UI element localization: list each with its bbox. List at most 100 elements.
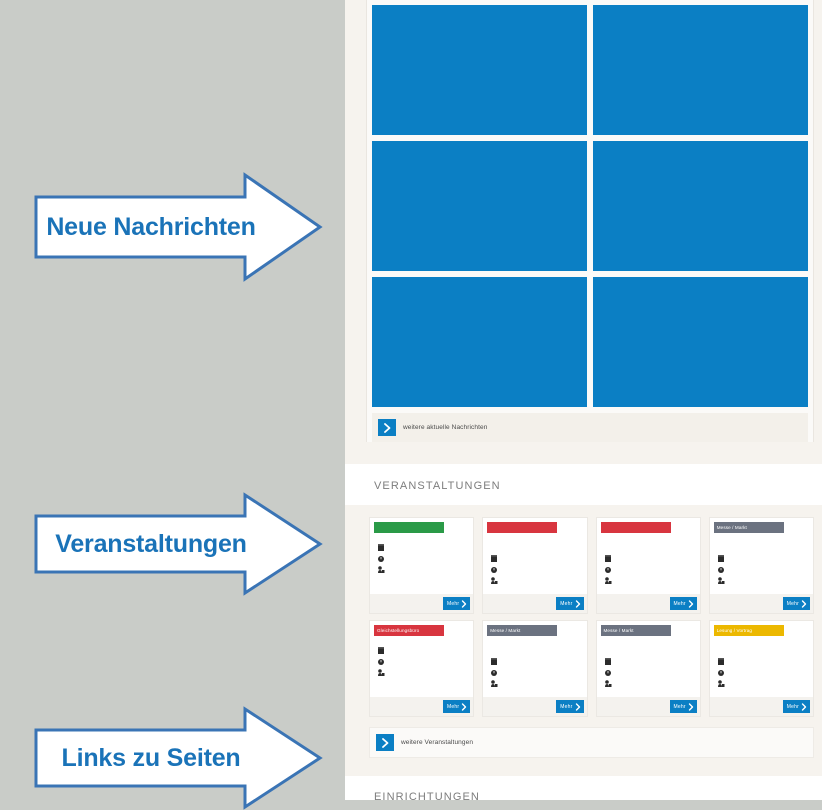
event-mehr-label: Mehr [786,600,799,607]
chevron-right-icon [376,734,394,751]
arrow-shape [34,172,323,282]
event-meta-row [604,658,612,666]
chevron-right-icon [575,702,581,711]
event-card[interactable]: Mehr [482,517,588,614]
event-meta-list [378,647,385,677]
event-meta-row [604,669,612,677]
event-mehr-button[interactable]: Mehr [443,597,471,610]
einrichtungen-heading: EINRICHTUNGEN [374,791,480,800]
event-card-footer: Mehr [596,697,700,716]
clock-icon [604,669,612,677]
calendar-icon [717,658,725,666]
event-meta-row [604,577,612,585]
event-meta-row [717,669,725,677]
event-card-body [483,533,586,594]
news-tile[interactable] [593,5,808,135]
chevron-right-icon [378,419,396,436]
event-card[interactable]: Mehr [369,517,475,614]
events-more-label: weitere Veranstaltungen [401,739,474,746]
calendar-icon [378,647,385,655]
event-card[interactable]: Mehr [595,517,701,614]
chevron-right-icon [801,599,807,608]
event-meta-row [717,555,725,563]
event-meta-row [604,566,612,574]
event-meta-list [717,555,725,585]
event-category-tag: Lesung / Vortrag [713,625,784,636]
event-mehr-button[interactable]: Mehr [669,700,697,713]
event-meta-row [717,577,725,585]
event-mehr-button[interactable]: Mehr [782,597,810,610]
event-card-body [597,533,700,594]
event-card-body [483,636,586,697]
event-card-footer: Mehr [483,697,587,716]
event-meta-list [604,658,612,688]
clock-icon [491,669,498,677]
event-category-tag [600,522,671,533]
clock-icon [378,658,385,666]
event-card-body [370,533,473,594]
event-meta-list [604,555,612,585]
events-more-link[interactable]: weitere Veranstaltungen [369,727,814,758]
event-category-tag: Messe / Markt [600,625,671,636]
event-meta-row [491,555,498,563]
event-category-tag: Messe / Markt [713,522,784,533]
location-icon [491,577,498,585]
event-meta-row [717,658,725,666]
event-mehr-label: Mehr [673,600,686,607]
event-mehr-button[interactable]: Mehr [669,597,697,610]
arrow-shape [34,492,323,596]
news-more-label: weitere aktuelle Nachrichten [403,424,488,431]
events-heading: VERANSTALTUNGEN [374,480,501,492]
event-category-tag [487,522,558,533]
event-meta-row [604,680,612,688]
news-tile[interactable] [372,277,587,407]
event-category-tag: Messe / Markt [487,625,558,636]
event-meta-row [604,555,612,563]
chevron-right-icon [801,702,807,711]
news-tile[interactable] [372,141,587,271]
event-card-footer: Mehr [709,697,813,716]
event-card-footer: Mehr [709,594,813,613]
event-mehr-label: Mehr [673,703,686,710]
news-tile[interactable] [593,277,808,407]
news-section: weitere aktuelle Nachrichten [345,0,822,442]
location-icon [604,577,612,585]
calendar-icon [491,555,498,563]
events-more-wrap: weitere Veranstaltungen [345,727,822,776]
chevron-right-icon [575,599,581,608]
event-mehr-button[interactable]: Mehr [556,597,584,610]
event-mehr-button[interactable]: Mehr [556,700,584,713]
chevron-right-icon [688,702,694,711]
event-card-body [710,533,813,594]
event-card-footer: Mehr [370,697,474,716]
event-mehr-button[interactable]: Mehr [782,700,810,713]
arrow-shape [34,706,323,810]
event-category-tag [374,522,445,533]
event-category-tag: Gleichstellungsbüro [374,625,445,636]
news-more-link[interactable]: weitere aktuelle Nachrichten [372,413,808,442]
event-meta-row [378,647,385,655]
event-meta-list [378,544,385,574]
news-tile[interactable] [372,5,587,135]
event-meta-list [717,658,725,688]
event-mehr-label: Mehr [786,703,799,710]
event-meta-row [378,544,385,552]
annotation-arrow-links: Links zu Seiten [33,706,323,810]
chevron-right-icon [688,599,694,608]
event-meta-row [491,566,498,574]
location-icon [717,577,725,585]
news-tile[interactable] [593,141,808,271]
chevron-right-icon [461,702,467,711]
clock-icon [717,669,725,677]
event-meta-row [491,669,498,677]
news-card: weitere aktuelle Nachrichten [366,0,814,442]
event-mehr-button[interactable]: Mehr [443,700,471,713]
annotation-arrow-news: Neue Nachrichten [33,172,323,282]
clock-icon [717,566,725,574]
